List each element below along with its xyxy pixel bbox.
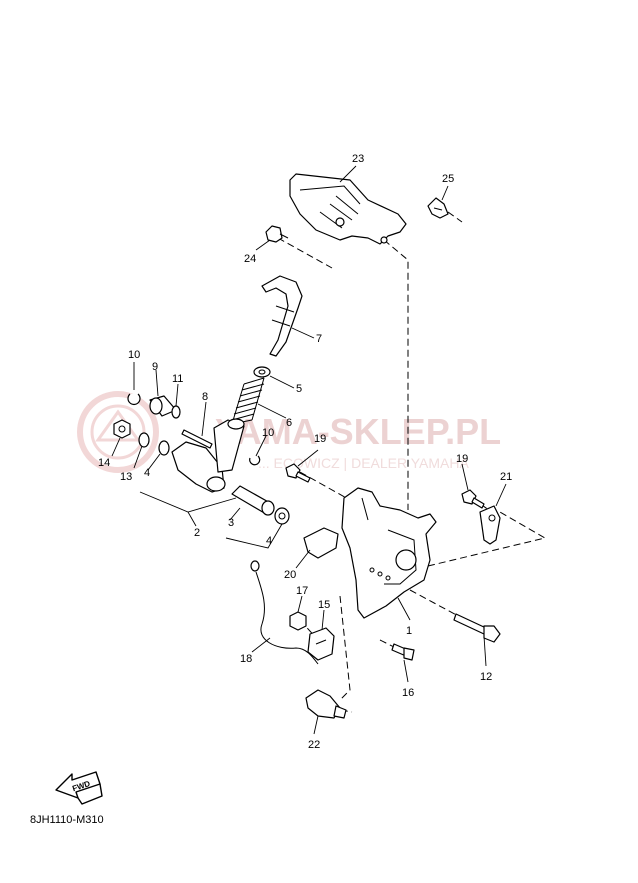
part-4-washer-left <box>158 440 170 456</box>
part-21-bracket <box>479 505 501 545</box>
callout-9: 9 <box>152 361 158 373</box>
watermark: YAMA-SKLEP.PL ... ECOWICZ | DEALER YAMAH… <box>77 391 501 473</box>
callout-2: 2 <box>194 527 200 539</box>
part-12-bolt <box>453 613 501 643</box>
part-9-collar <box>149 395 177 417</box>
callout-4-left: 4 <box>144 467 150 479</box>
part-16-bolt <box>391 643 415 661</box>
callout-19-left: 19 <box>314 433 326 445</box>
callout-13: 13 <box>120 471 132 483</box>
callout-18: 18 <box>240 653 252 665</box>
part-11-washer <box>171 405 181 419</box>
callout-22: 22 <box>308 739 320 751</box>
callout-14: 14 <box>98 457 110 469</box>
callout-21: 21 <box>500 471 512 483</box>
callout-15: 15 <box>318 599 330 611</box>
diagram-reference: 8JH1110-M310 <box>30 814 104 826</box>
part-3-bushing <box>231 485 275 516</box>
callout-8: 8 <box>202 391 208 403</box>
part-17-nut <box>289 611 307 631</box>
callout-4-right: 4 <box>266 535 272 547</box>
callout-12: 12 <box>480 671 492 683</box>
callout-labels: 23 25 24 7 10 9 11 5 8 6 10 19 14 13 4 1… <box>98 153 512 751</box>
part-6-spring <box>231 377 265 425</box>
callout-24: 24 <box>244 253 256 265</box>
part-2-shaft <box>171 418 245 493</box>
callout-1: 1 <box>406 625 412 637</box>
part-15-switch <box>307 627 335 661</box>
fwd-arrow-icon: FWD <box>55 771 103 805</box>
part-19-bolt-right <box>461 489 485 509</box>
part-18-wire <box>250 560 319 665</box>
watermark-subtitle: ... ECOWICZ | DEALER YAMAHA <box>258 455 469 471</box>
callout-11: 11 <box>172 373 183 385</box>
callout-7: 7 <box>316 333 322 345</box>
part-13-washer <box>138 432 150 448</box>
callout-10-left: 10 <box>128 349 140 361</box>
callout-3: 3 <box>228 517 234 529</box>
leader-lines <box>111 165 507 735</box>
watermark-title: YAMA-SKLEP.PL <box>215 411 501 452</box>
part-8-pin <box>181 429 213 449</box>
part-24-screw <box>265 225 289 243</box>
part-10-circlip-right <box>249 455 261 466</box>
part-20-bracket <box>303 527 339 559</box>
part-19-bolt-left <box>285 463 311 483</box>
part-14-nut <box>113 419 131 439</box>
callout-16: 16 <box>402 687 414 699</box>
callout-17: 17 <box>296 585 308 597</box>
part-23-cover <box>289 173 407 245</box>
part-25-clip <box>427 197 449 219</box>
part-5-washer <box>253 366 271 378</box>
callout-6: 6 <box>286 417 292 429</box>
callout-19-right: 19 <box>456 453 468 465</box>
callout-20: 20 <box>284 569 296 581</box>
callout-23: 23 <box>352 153 364 165</box>
part-1-bracket-plate <box>341 487 437 619</box>
callout-25: 25 <box>442 173 454 185</box>
part-22-clamp <box>305 689 347 719</box>
part-7-lever <box>261 275 303 357</box>
callout-5: 5 <box>296 383 302 395</box>
part-4-washer-right <box>274 507 290 525</box>
callout-10-right: 10 <box>262 427 274 439</box>
part-10-circlip-left <box>127 393 141 405</box>
